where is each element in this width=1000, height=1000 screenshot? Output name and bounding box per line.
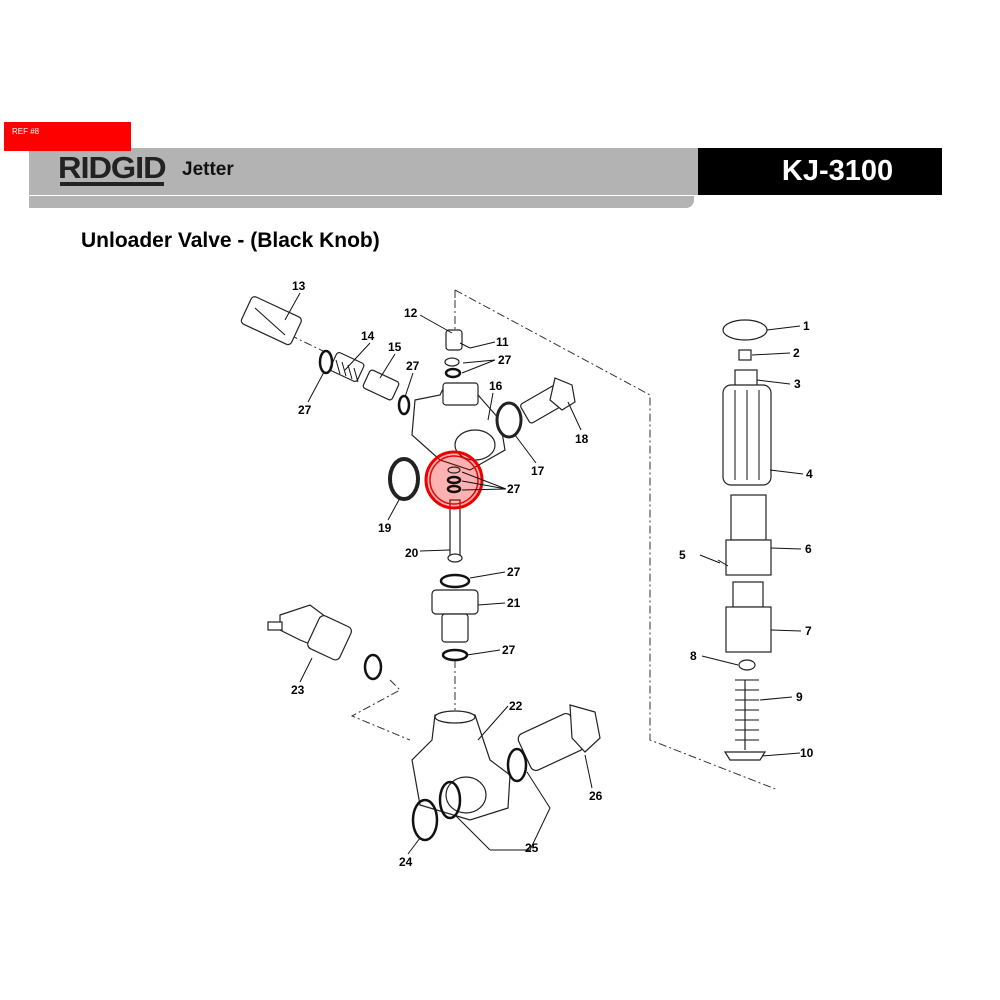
page-title: Unloader Valve - (Black Knob) — [81, 229, 380, 252]
callout-27-stem: 27 — [507, 565, 521, 579]
part-12-cap — [445, 329, 471, 351]
callout-labels: 1 2 3 4 5 6 7 8 9 10 11 12 13 14 15 16 1… — [291, 279, 814, 869]
callout-20: 20 — [405, 546, 419, 560]
part-18-banjo-bolt — [520, 377, 576, 424]
model-box: KJ-3100 — [698, 148, 942, 195]
callout-13: 13 — [292, 279, 306, 293]
callout-25: 25 — [525, 841, 539, 855]
brand-logo-underline — [60, 182, 164, 186]
callout-27-highlighted: 27 — [507, 482, 521, 496]
header-band — [29, 148, 699, 195]
part-21-seat — [431, 589, 479, 643]
callout-4: 4 — [806, 467, 813, 481]
callout-11: 11 — [496, 335, 509, 349]
assembly-line-right — [454, 289, 779, 791]
callout-8: 8 — [690, 649, 697, 663]
callout-27-seat: 27 — [502, 643, 516, 657]
header-band-lower — [29, 196, 694, 208]
callout-1: 1 — [803, 319, 810, 333]
callout-27-top: 27 — [498, 353, 512, 367]
ref-tag: REF #8 — [4, 122, 131, 151]
highlight-circle — [424, 450, 484, 510]
part-13-fitting — [240, 296, 302, 346]
callout-27-left: 27 — [298, 403, 312, 417]
model-number: KJ-3100 — [781, 155, 894, 187]
callout-23: 23 — [291, 683, 305, 697]
callout-14: 14 — [361, 329, 375, 343]
callout-17: 17 — [531, 464, 545, 478]
callout-10: 10 — [800, 746, 814, 760]
callout-9: 9 — [796, 690, 803, 704]
callout-6: 6 — [805, 542, 812, 556]
callout-5: 5 — [679, 548, 686, 562]
callout-26: 26 — [589, 789, 603, 803]
callout-12: 12 — [404, 306, 418, 320]
part-26-plug — [517, 704, 601, 772]
ref-tag-label: REF #8 — [12, 127, 40, 136]
callout-16: 16 — [489, 379, 503, 393]
callout-27-mid: 27 — [406, 359, 420, 373]
part-14-spring — [329, 351, 365, 383]
part-17-washer — [495, 401, 523, 439]
callout-22: 22 — [509, 699, 523, 713]
callout-24: 24 — [399, 855, 413, 869]
part-15-piston — [362, 369, 400, 401]
callout-19: 19 — [378, 521, 392, 535]
assembly-line-left — [289, 300, 456, 741]
part-16-valve-body — [411, 382, 506, 471]
product-name: Jetter — [182, 159, 234, 180]
part-23-elbow — [267, 604, 352, 661]
callout-2: 2 — [793, 346, 800, 360]
callout-21: 21 — [507, 596, 521, 610]
part-19-washer — [388, 457, 420, 501]
part-20-stem — [447, 499, 463, 563]
callout-7: 7 — [805, 624, 812, 638]
callout-3: 3 — [794, 377, 801, 391]
leader-lines — [284, 292, 804, 855]
brand-logo: RIDGID — [58, 150, 167, 185]
rings-24-25 — [411, 747, 528, 842]
callout-15: 15 — [388, 340, 402, 354]
parts-1-10-stack — [717, 319, 772, 761]
callout-18: 18 — [575, 432, 589, 446]
